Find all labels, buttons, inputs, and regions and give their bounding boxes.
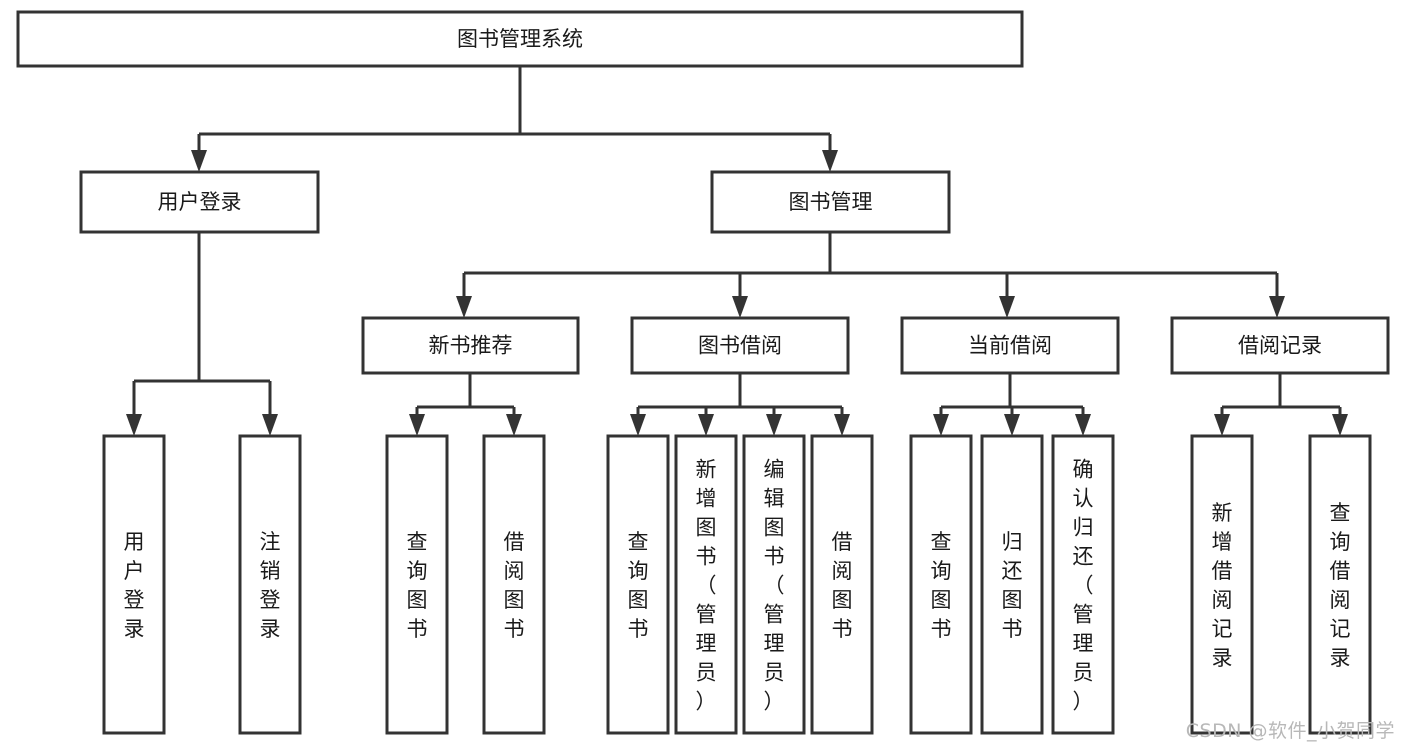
node-new-book-rec[interactable]: 新书推荐 xyxy=(361,316,580,375)
arrow-head-icon xyxy=(630,414,646,436)
node-label: 图书管理 xyxy=(789,190,873,214)
edge-group-current-borrow-to-leaves xyxy=(933,373,1091,436)
node-box xyxy=(482,434,546,735)
node-label: 查询图书 xyxy=(931,530,952,641)
node-label: 图书管理系统 xyxy=(457,27,583,51)
node-leaf-logout[interactable]: 注销登录 xyxy=(238,434,302,735)
node-box xyxy=(742,434,806,735)
node-label: 借阅记录 xyxy=(1238,334,1322,358)
node-leaf-query-record[interactable]: 查询借阅记录 xyxy=(1308,434,1372,735)
node-label: 当前借阅 xyxy=(968,334,1052,358)
node-box xyxy=(361,316,580,375)
node-label: 归还图书 xyxy=(1002,530,1023,641)
arrow-head-icon xyxy=(456,296,472,318)
node-label: 图书借阅 xyxy=(698,334,782,358)
edge-group-book-manage-to-level2 xyxy=(456,232,1285,318)
node-box xyxy=(674,434,738,735)
edge-group-root-to-level1 xyxy=(191,66,838,172)
arrow-head-icon xyxy=(1214,414,1230,436)
node-label: 用户登录 xyxy=(124,530,145,641)
node-box xyxy=(980,434,1044,735)
node-label: 查询借阅记录 xyxy=(1330,501,1351,670)
node-current-borrow[interactable]: 当前借阅 xyxy=(900,316,1120,375)
node-box xyxy=(810,434,874,735)
arrow-head-icon xyxy=(933,414,949,436)
node-label: 新增借阅记录 xyxy=(1212,501,1233,670)
arrow-head-icon xyxy=(1004,414,1020,436)
node-label: 注销登录 xyxy=(260,530,281,641)
node-label: 查询图书 xyxy=(628,530,649,641)
arrow-head-icon xyxy=(834,414,850,436)
node-leaf-borrow-book-1[interactable]: 借阅图书 xyxy=(482,434,546,735)
node-root[interactable]: 图书管理系统 xyxy=(16,10,1024,68)
arrow-head-icon xyxy=(999,296,1015,318)
arrow-head-icon xyxy=(409,414,425,436)
arrow-head-icon xyxy=(698,414,714,436)
node-label: 编辑图书（管理员） xyxy=(764,458,785,714)
node-label: 用户登录 xyxy=(158,190,242,214)
node-box xyxy=(102,434,166,735)
node-label: 借阅图书 xyxy=(832,530,853,641)
node-box xyxy=(630,316,850,375)
node-user-login[interactable]: 用户登录 xyxy=(79,170,320,234)
node-box xyxy=(385,434,449,735)
edge-group-user-login-to-leaves xyxy=(126,232,278,436)
node-label: 查询图书 xyxy=(407,530,428,641)
node-borrow-record[interactable]: 借阅记录 xyxy=(1170,316,1390,375)
node-leaf-confirm-return[interactable]: 确认归还（管理员） xyxy=(1051,434,1115,735)
nodes-layer: 图书管理系统用户登录图书管理新书推荐图书借阅当前借阅借阅记录用户登录注销登录查询… xyxy=(16,10,1390,735)
node-box xyxy=(16,10,1024,68)
node-label: 借阅图书 xyxy=(504,530,525,641)
node-box xyxy=(900,316,1120,375)
node-leaf-return-book[interactable]: 归还图书 xyxy=(980,434,1044,735)
node-book-manage[interactable]: 图书管理 xyxy=(710,170,951,234)
node-leaf-query-book-2[interactable]: 查询图书 xyxy=(606,434,670,735)
node-box xyxy=(238,434,302,735)
node-box xyxy=(1170,316,1390,375)
node-label: 确认归还（管理员） xyxy=(1073,458,1094,714)
csdn-watermark: CSDN @软件_小贺同学 xyxy=(1185,720,1395,742)
node-leaf-query-book-3[interactable]: 查询图书 xyxy=(909,434,973,735)
node-box xyxy=(710,170,951,234)
node-box xyxy=(79,170,320,234)
node-leaf-add-book[interactable]: 新增图书（管理员） xyxy=(674,434,738,735)
node-box xyxy=(1190,434,1254,735)
node-label: 新增图书（管理员） xyxy=(696,458,717,714)
arrow-head-icon xyxy=(126,414,142,436)
node-leaf-edit-book[interactable]: 编辑图书（管理员） xyxy=(742,434,806,735)
arrow-head-icon xyxy=(822,150,838,172)
node-box xyxy=(606,434,670,735)
node-label: 新书推荐 xyxy=(429,334,513,358)
node-box xyxy=(1051,434,1115,735)
arrow-head-icon xyxy=(732,296,748,318)
arrow-head-icon xyxy=(262,414,278,436)
node-box xyxy=(1308,434,1372,735)
node-box xyxy=(909,434,973,735)
node-leaf-user-login[interactable]: 用户登录 xyxy=(102,434,166,735)
edges-layer xyxy=(126,66,1348,436)
node-leaf-add-record[interactable]: 新增借阅记录 xyxy=(1190,434,1254,735)
arrow-head-icon xyxy=(766,414,782,436)
arrow-head-icon xyxy=(1075,414,1091,436)
node-book-borrow[interactable]: 图书借阅 xyxy=(630,316,850,375)
arrow-head-icon xyxy=(1332,414,1348,436)
edge-group-book-borrow-to-leaves xyxy=(630,373,850,436)
edge-group-borrow-record-to-leaves xyxy=(1214,373,1348,436)
node-leaf-query-book-1[interactable]: 查询图书 xyxy=(385,434,449,735)
node-leaf-borrow-book-2[interactable]: 借阅图书 xyxy=(810,434,874,735)
edge-group-new-book-rec-to-leaves xyxy=(409,373,522,436)
arrow-head-icon xyxy=(1269,296,1285,318)
arrow-head-icon xyxy=(506,414,522,436)
arrow-head-icon xyxy=(191,150,207,172)
